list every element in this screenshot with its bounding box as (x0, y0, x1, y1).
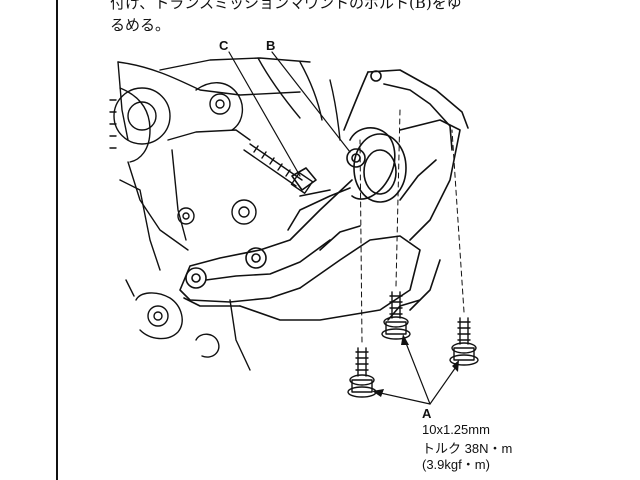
torque-spec-kgf: (3.9kgf・m) (422, 457, 490, 472)
leader-lines (228, 51, 459, 405)
bolt-a-left (347, 347, 377, 398)
callout-b: B (266, 38, 276, 53)
mount-bracket (179, 69, 469, 321)
bolt-a-right (449, 317, 479, 366)
torque-spec-nm: トルク 38N・m (422, 441, 513, 456)
page-margin-rule (56, 0, 58, 480)
alignment-lines (359, 109, 465, 343)
instruction-text-line-2: るめる。 (110, 16, 171, 34)
threaded-stud-c (243, 143, 314, 194)
bolt-a-middle (381, 291, 411, 340)
callout-a: A (422, 406, 432, 421)
bolt-size-spec: 10x1.25mm (422, 422, 490, 437)
callout-c: C (219, 38, 229, 53)
instruction-text-line-1: 付け、トランスミッションマウントのボルト(B)をゆ (110, 0, 462, 12)
engine-block-outline (109, 57, 341, 371)
arrowheads (372, 334, 459, 397)
